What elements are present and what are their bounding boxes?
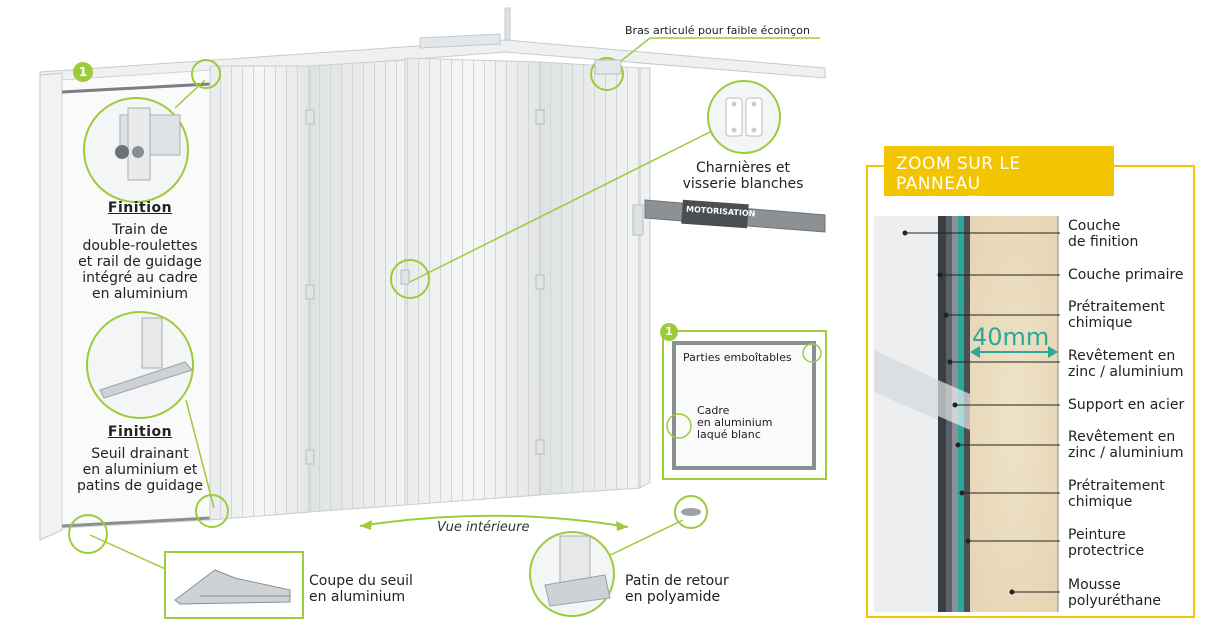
zoom-subtitle: (vue de profil) bbox=[896, 194, 982, 208]
return-pad-line-1: Patin de retour bbox=[625, 573, 729, 589]
layer-1-line-2: de finition bbox=[1068, 234, 1139, 250]
layer-3-line-2: chimique bbox=[1068, 315, 1133, 331]
layer-7-line-2: chimique bbox=[1068, 494, 1133, 510]
layer-label-9: Mousse polyuréthane bbox=[1068, 577, 1161, 609]
finition-roller-line-4: intégré au cadre bbox=[82, 270, 198, 286]
sill-section-image bbox=[164, 551, 304, 619]
layer-7-line-1: Prétraitement bbox=[1068, 478, 1165, 494]
layer-label-7: Prétraitement chimique bbox=[1068, 478, 1165, 510]
finition-sill-line-3: patins de guidage bbox=[76, 478, 204, 494]
hinges-label: Charnières et visserie blanches bbox=[668, 160, 818, 192]
hinges-line-2: visserie blanches bbox=[682, 176, 804, 192]
layer-1-line-1: Couche bbox=[1068, 218, 1121, 234]
zoom-panel-title: ZOOM SUR LE PANNEAU (vue de profil) bbox=[884, 146, 1114, 208]
layer-4-line-1: Revêtement en bbox=[1068, 348, 1176, 364]
motor-rail bbox=[632, 199, 826, 236]
zoom-panel-frame bbox=[866, 165, 1195, 618]
layer-label-2: Couche primaire bbox=[1068, 267, 1184, 283]
layer-label-3: Prétraitement chimique bbox=[1068, 299, 1165, 331]
frame-cadre-line-2: en aluminium bbox=[697, 416, 773, 429]
layer-5-line-1: Support en acier bbox=[1068, 397, 1185, 413]
hinges-line-1: Charnières et bbox=[695, 160, 791, 176]
zoom-circle-hinge bbox=[707, 80, 781, 154]
badge-number: 1 bbox=[73, 62, 93, 82]
layer-4-line-2: zinc / aluminium bbox=[1068, 364, 1184, 380]
frame-inset bbox=[662, 330, 827, 480]
layer-6-line-2: zinc / aluminium bbox=[1068, 445, 1184, 461]
frame-inset-cadre: Cadre en aluminium laqué blanc bbox=[697, 405, 773, 441]
layer-9-line-1: Mousse bbox=[1068, 577, 1121, 593]
zoom-circle-return-pad bbox=[529, 531, 615, 617]
interior-view-label: Vue intérieure bbox=[437, 520, 530, 535]
layer-label-4: Revêtement en zinc / aluminium bbox=[1068, 348, 1184, 380]
finition-sill-line-2: en aluminium et bbox=[82, 462, 198, 478]
zoom-circle-roller bbox=[83, 97, 189, 203]
interior-view-arrow bbox=[359, 514, 629, 531]
finition-sill-block: Finition Seuil drainant en aluminium et … bbox=[60, 424, 220, 494]
zoom-title: ZOOM SUR LE PANNEAU bbox=[896, 154, 1021, 194]
return-pad-line-2: en polyamide bbox=[625, 589, 721, 605]
sill-line-2: en aluminium bbox=[309, 589, 406, 605]
articulated-arm bbox=[594, 59, 622, 75]
finition-sill-heading: Finition bbox=[107, 424, 173, 440]
callout-circles bbox=[68, 57, 708, 554]
layer-9-line-2: polyuréthane bbox=[1068, 593, 1161, 609]
sill-line-1: Coupe du seuil bbox=[309, 573, 413, 589]
dimension-label: 40mm bbox=[972, 323, 1050, 351]
frame-inset-badge: 1 bbox=[660, 323, 678, 341]
layer-8-line-1: Peinture bbox=[1068, 527, 1126, 543]
frame-inset-label-top: Parties emboîtables bbox=[683, 351, 792, 364]
finition-roller-line-3: et rail de guidage bbox=[78, 254, 202, 270]
zoom-circle-sill bbox=[86, 311, 194, 419]
panel-profile bbox=[874, 216, 1060, 612]
layer-8-line-2: protectrice bbox=[1068, 543, 1145, 559]
finition-roller-line-1: Train de bbox=[112, 222, 168, 238]
frame-cadre-line-1: Cadre bbox=[697, 404, 730, 417]
articulated-arm-label: Bras articulé pour faible écoinçon bbox=[625, 24, 811, 37]
layer-3-line-1: Prétraitement bbox=[1068, 299, 1165, 315]
layer-label-6: Revêtement en zinc / aluminium bbox=[1068, 429, 1184, 461]
door-panels bbox=[209, 57, 651, 521]
return-pad-label: Patin de retour en polyamide bbox=[625, 573, 729, 605]
finition-roller-line-2: double-roulettes bbox=[82, 238, 198, 254]
layer-label-5: Support en acier bbox=[1068, 397, 1184, 413]
layer-6-line-1: Revêtement en bbox=[1068, 429, 1176, 445]
finition-sill-line-1: Seuil drainant bbox=[91, 446, 189, 462]
finition-roller-heading: Finition bbox=[107, 200, 173, 216]
finition-roller-block: Finition Train de double-roulettes et ra… bbox=[60, 200, 220, 302]
layer-2-line-1: Couche primaire bbox=[1068, 267, 1184, 283]
layer-label-8: Peinture protectrice bbox=[1068, 527, 1144, 559]
layer-label-1: Couche de finition bbox=[1068, 218, 1138, 250]
return-pad-icon bbox=[681, 508, 701, 516]
sill-section-label: Coupe du seuil en aluminium bbox=[309, 573, 413, 605]
frame-cadre-line-3: laqué blanc bbox=[697, 428, 761, 441]
finition-roller-line-5: en aluminium bbox=[91, 286, 189, 302]
